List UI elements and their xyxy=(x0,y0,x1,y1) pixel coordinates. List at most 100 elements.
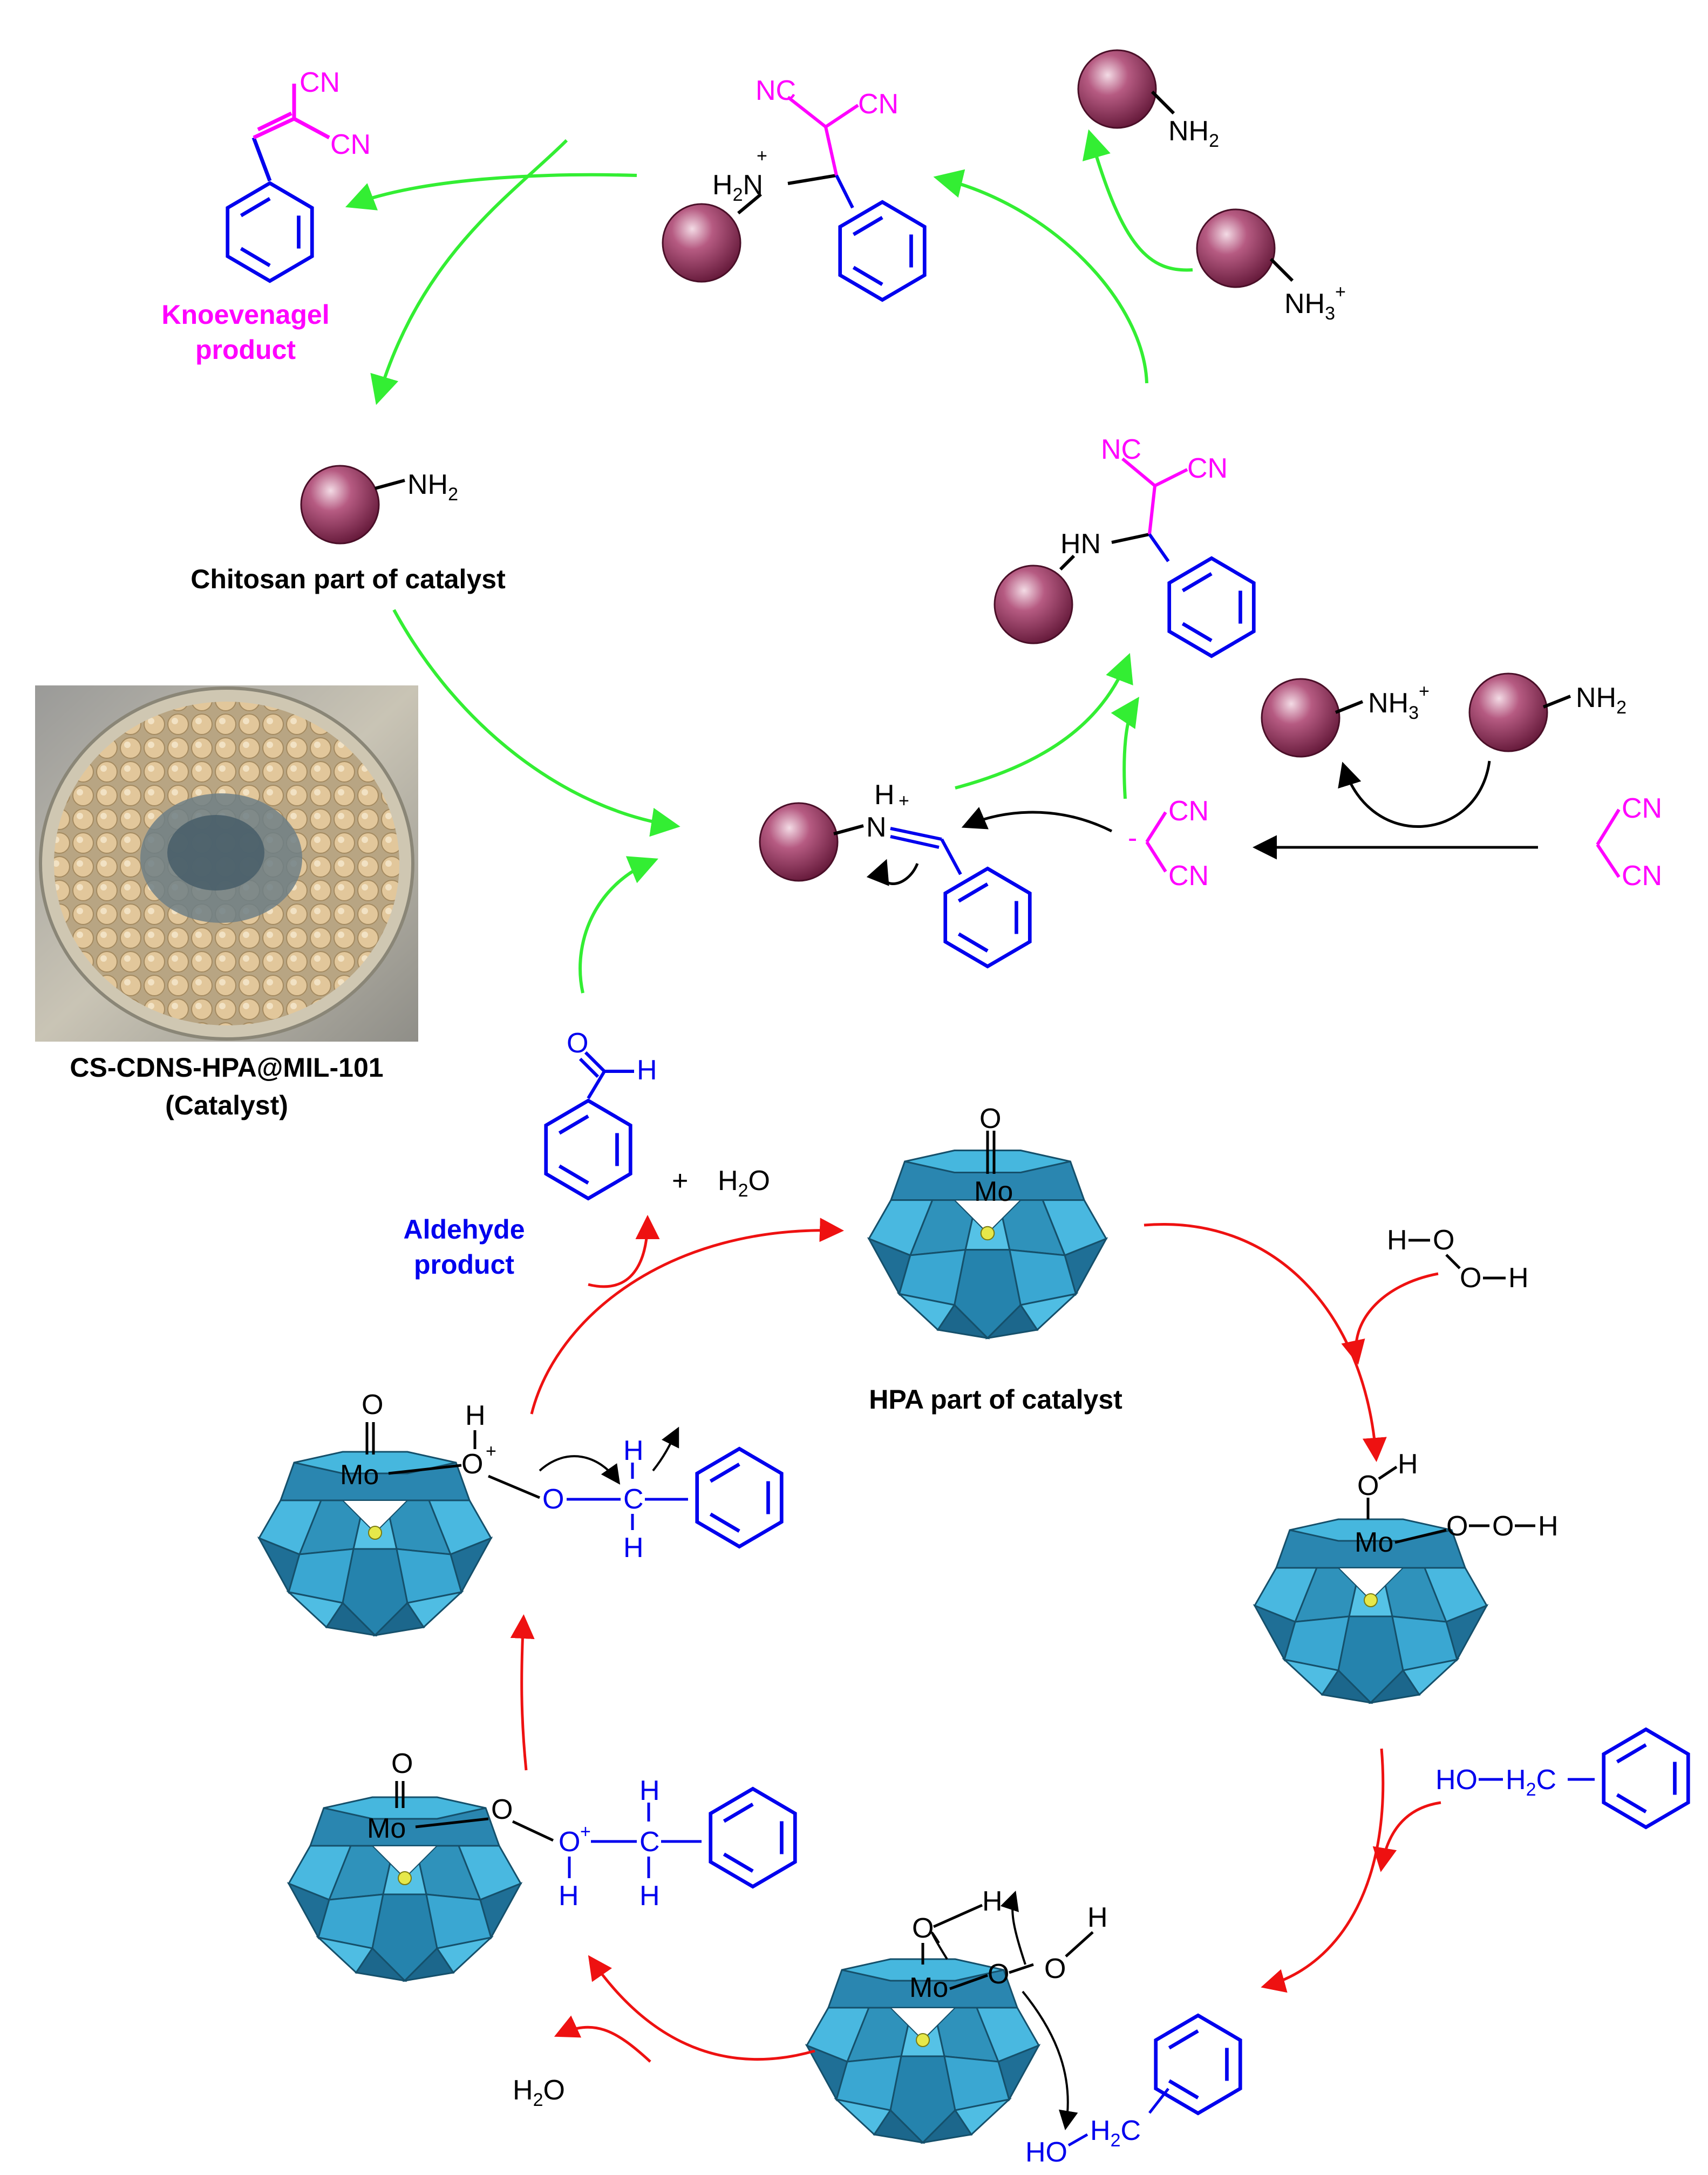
h-label: H xyxy=(623,1435,644,1466)
bead-nh2-right: NH2 xyxy=(1468,672,1627,752)
green-cycle-arrows xyxy=(345,129,1193,994)
cn-label: CN xyxy=(1168,796,1209,827)
hpa-cluster-left-top: O Mo O + H O C H H xyxy=(258,1389,781,1636)
plus-sign: + xyxy=(672,1165,688,1197)
catalyst-sub: (Catalyst) xyxy=(165,1090,288,1120)
h-label: H xyxy=(1387,1225,1407,1256)
hn-label: HN xyxy=(1060,528,1101,560)
o-label: O xyxy=(491,1794,513,1825)
o-label: O xyxy=(461,1449,483,1480)
mo-label: Mo xyxy=(340,1459,379,1491)
o-label: O xyxy=(1446,1511,1468,1542)
cn-label: CN xyxy=(1622,793,1662,824)
chitosan-bead-icon xyxy=(1261,678,1340,758)
protonated-adduct-structure: H2N + NC CN xyxy=(662,75,924,300)
benzaldehyde-structure: O H xyxy=(546,1028,657,1199)
nh3-label: NH3+ xyxy=(1368,681,1430,723)
o-label: O xyxy=(1460,1262,1481,1294)
aldehyde-label-line2: product xyxy=(414,1249,514,1280)
o-label: O xyxy=(567,1028,588,1059)
cn-label: CN xyxy=(1168,860,1209,892)
nh2-label: NH2 xyxy=(407,469,458,505)
nh3-label: NH3+ xyxy=(1284,282,1346,324)
h-label: H xyxy=(639,1880,660,1912)
chitosan-bead-icon xyxy=(662,203,741,283)
ho-label: HO xyxy=(1025,2137,1067,2168)
h-label: H xyxy=(623,1532,644,1564)
chitosan-bead-icon xyxy=(1196,208,1276,288)
red-cycle-arrows xyxy=(510,1215,1441,2063)
h-label: H xyxy=(874,779,895,811)
o-label: O xyxy=(542,1484,564,1515)
h-label: H xyxy=(1508,1262,1529,1294)
chitosan-bead-icon xyxy=(994,565,1073,644)
bead-nh3-right: NH3+ xyxy=(1261,678,1430,758)
benzyl-alcohol-bottom: HO H2C xyxy=(1025,2015,1240,2168)
o-label: O xyxy=(1357,1470,1379,1501)
nc-label: NC xyxy=(1101,434,1141,465)
h-label: H xyxy=(1538,1511,1559,1542)
mo-label: Mo xyxy=(367,1813,406,1844)
plus-label: + xyxy=(899,791,909,811)
knoevenagel-label: Knoevenagel product xyxy=(161,300,329,365)
o-label: O xyxy=(912,1913,934,1944)
nc-label: NC xyxy=(756,75,796,106)
h-label: H xyxy=(1087,1902,1108,1933)
cn-label: CN xyxy=(858,89,899,120)
h-label: H xyxy=(465,1400,486,1431)
hpa-cluster-bottom: O H Mo O O H xyxy=(806,1886,1108,2144)
water-label: H2O xyxy=(718,1165,770,1201)
hpa-label: HPA part of catalyst xyxy=(869,1384,1122,1415)
nh2-label: NH2 xyxy=(1576,682,1627,718)
chitosan-bead-icon xyxy=(759,802,839,882)
o-label: O xyxy=(391,1748,413,1779)
hydrogen-peroxide: H O O H xyxy=(1387,1225,1529,1294)
aldehyde-label: Aldehyde product xyxy=(403,1214,525,1280)
cn-label: CN xyxy=(330,129,371,160)
benzyl-alcohol-right: HO H2C xyxy=(1435,1729,1688,1827)
hpa-cluster-left-bottom: O Mo O O + H C H H xyxy=(288,1748,795,1982)
h2n-label: H2N xyxy=(712,169,763,205)
h-label: H xyxy=(559,1880,579,1912)
catalyst-photo-icon xyxy=(35,685,418,1042)
c-label: C xyxy=(639,1826,660,1858)
c-label: C xyxy=(623,1484,644,1515)
h-label: H xyxy=(1398,1449,1418,1480)
o-label: O xyxy=(559,1826,580,1858)
catalyst-label: CS-CDNS-HPA@MIL-101 (Catalyst) xyxy=(70,1052,383,1120)
plus-label: + xyxy=(580,1821,591,1842)
o-label: O xyxy=(1044,1953,1066,1984)
h-label: H xyxy=(637,1055,657,1086)
h-label: H xyxy=(982,1886,1003,1917)
iminium-structure: H N + xyxy=(759,779,1030,967)
mo-label: Mo xyxy=(909,1972,948,2003)
catalyst-name: CS-CDNS-HPA@MIL-101 xyxy=(70,1052,383,1083)
bead-nh2-top: NH2 xyxy=(1077,49,1219,151)
hpa-cluster-right: O H Mo O O H xyxy=(1254,1449,1559,1704)
o-label: O xyxy=(1492,1511,1514,1542)
n-label: N xyxy=(866,812,887,843)
carbanion-structure: - CN CN xyxy=(1128,796,1209,892)
plus-label: + xyxy=(486,1441,496,1462)
chitosan-bead-left: NH2 Chitosan part of catalyst xyxy=(190,465,506,594)
plus-label: + xyxy=(757,146,767,166)
minus-label: - xyxy=(1128,823,1137,854)
water-label: H2O xyxy=(513,2075,565,2110)
cn-label: CN xyxy=(300,67,340,98)
knoevenagel-label-line1: Knoevenagel xyxy=(161,300,329,330)
hpa-cluster-top: O Mo HPA part of catalyst xyxy=(869,1103,1122,1415)
o-label: O xyxy=(979,1103,1001,1134)
o-label: O xyxy=(1433,1225,1454,1256)
o-label: O xyxy=(988,1959,1009,1990)
ho-label: HO xyxy=(1435,1764,1478,1796)
cn-label: CN xyxy=(1187,453,1228,484)
chitosan-label: Chitosan part of catalyst xyxy=(190,564,506,594)
ch2-label: H2C xyxy=(1506,1764,1556,1800)
nh2-label: NH2 xyxy=(1168,115,1219,151)
knoevenagel-label-line2: product xyxy=(195,335,296,365)
mo-label: Mo xyxy=(974,1176,1013,1207)
ch2-label: H2C xyxy=(1090,2115,1141,2151)
hn-adduct-structure: HN NC CN xyxy=(994,434,1254,656)
aldehyde-label-line1: Aldehyde xyxy=(403,1214,525,1245)
